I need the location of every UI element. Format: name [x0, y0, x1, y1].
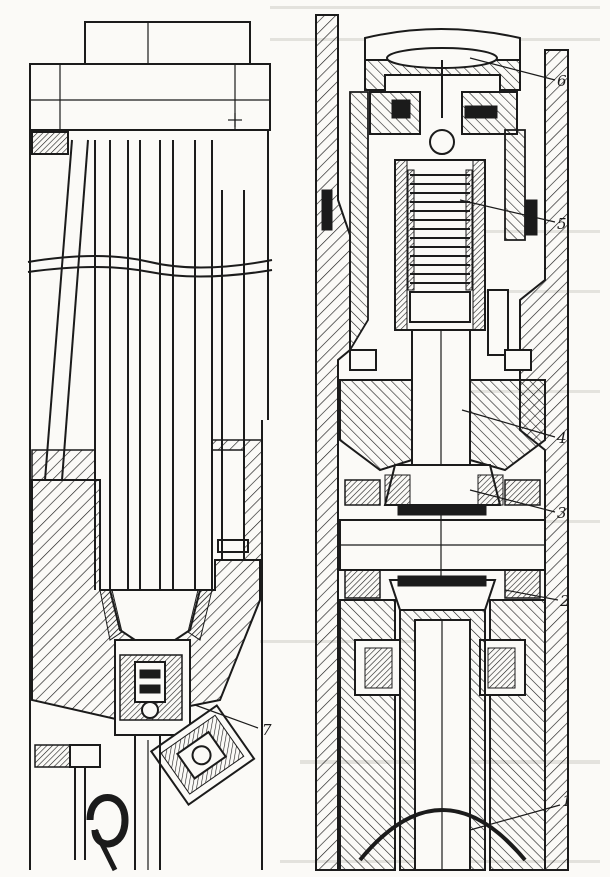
callout-labels: 7 6 5 4 3 2 1: [262, 72, 572, 810]
callout-6: 6: [557, 72, 567, 90]
callout-3: 3: [557, 504, 567, 522]
spring: [407, 169, 473, 291]
callout-1: 1: [562, 792, 572, 810]
callout-7: 7: [262, 721, 272, 739]
callout-2: 2: [559, 592, 570, 610]
callout-4: 4: [556, 429, 567, 447]
callout-5: 5: [557, 215, 567, 233]
callout-leaders: [194, 57, 561, 831]
right-assembly: [315, 14, 569, 871]
left-assembly: [27, 21, 273, 872]
